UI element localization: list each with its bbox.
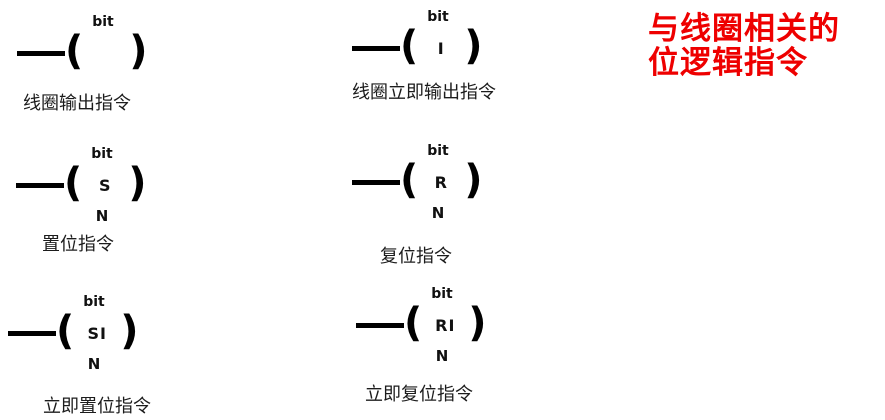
open-paren: ( xyxy=(65,28,84,74)
n-operand-label xyxy=(65,75,141,93)
bit-operand-label: bit xyxy=(92,14,114,30)
caption-reset: 复位指令 xyxy=(380,246,452,267)
bit-operand-label: bit xyxy=(83,294,105,310)
caption-immediate-set: 立即置位指令 xyxy=(43,396,151,417)
section-title-line2: 位逻辑指令 xyxy=(648,45,808,81)
close-paren: ) xyxy=(120,308,139,354)
coil-symbol-set: bit ( S ) N xyxy=(16,145,186,225)
n-operand-label: N xyxy=(431,204,445,222)
coil-row: ( S ) xyxy=(16,163,186,207)
close-paren: ) xyxy=(468,300,487,346)
section-title: 与线圈相关的 位逻辑指令 xyxy=(648,12,840,80)
coil-symbol-reset: bit ( R ) N xyxy=(352,142,522,222)
rail-wire xyxy=(356,322,404,328)
close-paren: ) xyxy=(464,157,483,203)
caption-coil-immediate-output: 线圈立即输出指令 xyxy=(352,82,496,103)
open-paren: ( xyxy=(404,300,423,346)
coil-row: ( RI ) xyxy=(356,303,526,347)
section-title-line1: 与线圈相关的 xyxy=(648,11,840,47)
caption-immediate-reset: 立即复位指令 xyxy=(365,384,473,405)
rail-wire xyxy=(352,45,400,51)
open-paren: ( xyxy=(64,160,83,206)
open-paren: ( xyxy=(400,157,419,203)
coil-operand: RI xyxy=(435,315,456,335)
n-operand-label: N xyxy=(87,355,101,373)
coil-row: ( ) xyxy=(17,31,187,75)
coil-symbol-immediate-set: bit ( SI ) N xyxy=(8,293,178,373)
coil-operand: SI xyxy=(87,323,108,343)
rail-wire xyxy=(8,330,56,336)
close-paren: ) xyxy=(129,28,148,74)
n-operand-label: N xyxy=(435,347,449,365)
coil-row: ( SI ) xyxy=(8,311,178,355)
close-paren: ) xyxy=(464,23,483,69)
n-operand-label: N xyxy=(95,207,109,225)
rail-wire xyxy=(16,182,64,188)
rail-wire xyxy=(352,179,400,185)
coil-operand: S xyxy=(99,175,112,195)
coil-operand: R xyxy=(434,172,448,192)
bit-operand-label: bit xyxy=(431,286,453,302)
caption-set: 置位指令 xyxy=(42,234,114,255)
coil-symbol-immediate-output: bit ( I ) xyxy=(352,8,522,88)
coil-symbol-immediate-reset: bit ( RI ) N xyxy=(356,285,526,365)
bit-operand-label: bit xyxy=(427,143,449,159)
caption-coil-output: 线圈输出指令 xyxy=(23,93,131,114)
coil-row: ( I ) xyxy=(352,26,522,70)
open-paren: ( xyxy=(56,308,75,354)
coil-row: ( R ) xyxy=(352,160,522,204)
bit-operand-label: bit xyxy=(427,9,449,25)
open-paren: ( xyxy=(400,23,419,69)
bit-operand-label: bit xyxy=(91,146,113,162)
rail-wire xyxy=(17,50,65,56)
coil-operand: I xyxy=(437,38,445,58)
coil-symbol-output: bit ( ) xyxy=(17,13,187,93)
close-paren: ) xyxy=(128,160,147,206)
